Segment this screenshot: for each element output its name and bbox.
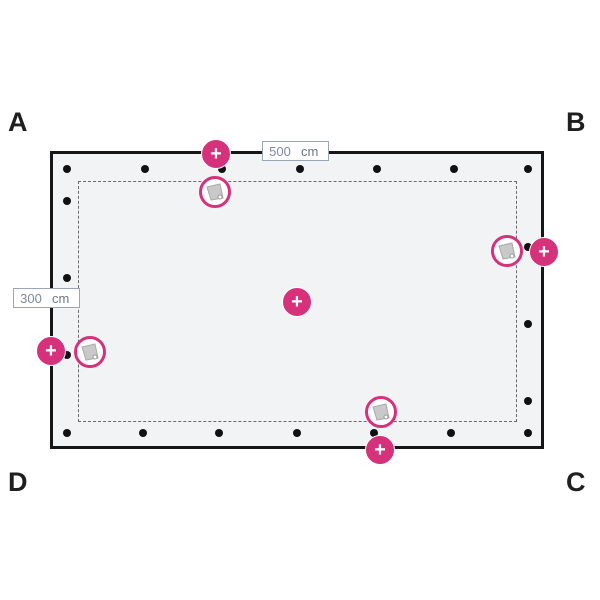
width-dimension-field: 500 cm: [262, 141, 329, 161]
add-fixing-bottom-button[interactable]: +: [365, 435, 395, 465]
plus-icon: +: [374, 438, 386, 461]
add-fixing-left-button[interactable]: +: [36, 336, 66, 366]
grommet: [63, 429, 71, 437]
height-input[interactable]: 300: [20, 290, 42, 306]
grommet: [524, 165, 532, 173]
fixing-marker-right[interactable]: [491, 235, 523, 267]
height-dimension-field: 300 cm: [13, 288, 80, 308]
corner-label-c: C: [566, 467, 586, 497]
plus-icon: +: [45, 339, 57, 362]
grommet: [370, 429, 378, 437]
corner-label-d: D: [8, 467, 28, 497]
grommet: [524, 429, 532, 437]
grommet: [139, 429, 147, 437]
fixing-marker-top[interactable]: [199, 176, 231, 208]
grommet: [447, 429, 455, 437]
grommet: [218, 165, 226, 173]
height-unit-label: cm: [52, 290, 70, 306]
fixing-marker-left[interactable]: [74, 336, 106, 368]
tarp-corner-fixing-icon: [498, 242, 516, 260]
grommet: [63, 274, 71, 282]
grommet: [215, 429, 223, 437]
tarp-corner-fixing-icon: [372, 403, 390, 421]
add-fixing-center-button[interactable]: +: [282, 287, 312, 317]
tarp-corner-fixing-icon: [206, 183, 224, 201]
grommet: [524, 243, 532, 251]
tarp-corner-fixing-icon: [81, 343, 99, 361]
plus-icon: +: [291, 290, 303, 313]
grommet: [63, 351, 71, 359]
add-fixing-right-button[interactable]: +: [529, 237, 559, 267]
width-unit-label: cm: [301, 143, 319, 159]
width-input[interactable]: 500: [269, 143, 291, 159]
plus-icon: +: [210, 142, 222, 165]
grommet: [296, 165, 304, 173]
grommet: [63, 197, 71, 205]
corner-label-a: A: [8, 107, 28, 137]
grommet: [524, 397, 532, 405]
plus-icon: +: [538, 240, 550, 263]
grommet: [63, 165, 71, 173]
grommet: [524, 320, 532, 328]
grommet: [293, 429, 301, 437]
grommet: [450, 165, 458, 173]
grommet: [373, 165, 381, 173]
corner-label-b: B: [566, 107, 586, 137]
fixing-marker-bottom[interactable]: [365, 396, 397, 428]
add-fixing-top-button[interactable]: +: [201, 139, 231, 169]
grommet: [141, 165, 149, 173]
